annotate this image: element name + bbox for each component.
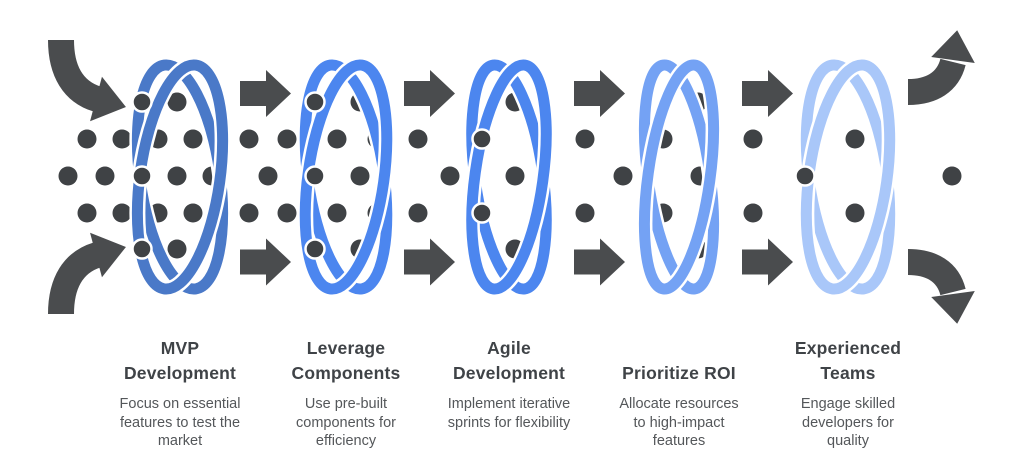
flow-diagram-canvas [48, 30, 975, 324]
data-dot [505, 166, 525, 186]
step-description: Allocate resources to high-impact featur… [594, 395, 764, 451]
data-dot [77, 203, 97, 223]
step-title-line: Components [291, 363, 401, 383]
pipeline-ring-3 [466, 59, 552, 295]
data-dot [277, 203, 297, 223]
arrow-right-icon [404, 70, 455, 117]
data-dot [350, 166, 370, 186]
data-dot-on-ring [131, 238, 153, 260]
data-dot [112, 203, 132, 223]
step-column-leverage-components: Leverage Components Use pre-built compon… [261, 334, 431, 451]
data-dot [183, 203, 203, 223]
data-dot [440, 166, 460, 186]
data-dot [258, 166, 278, 186]
step-title-line: Agile [487, 338, 531, 358]
data-dot-on-ring [471, 202, 493, 224]
data-dot-on-ring [794, 165, 816, 187]
data-dot [575, 129, 595, 149]
data-dot [167, 239, 187, 259]
inflow-arrow-bottom-icon [48, 242, 102, 315]
step-description-line: developers for [802, 414, 894, 431]
data-dot [58, 166, 78, 186]
data-dot-on-ring [471, 128, 493, 150]
data-dot [575, 203, 595, 223]
step-title-line: Prioritize ROI [622, 363, 736, 383]
data-dot [77, 129, 97, 149]
arrow-right-icon [574, 70, 625, 117]
outflow-arrow-bottom-icon-head [931, 290, 975, 324]
step-description-line: features [652, 433, 706, 449]
data-dot [167, 166, 187, 186]
step-column-prioritize-roi: Prioritize ROI Allocate resources to hig… [594, 334, 764, 451]
data-dot [408, 203, 428, 223]
data-dot-on-ring [131, 91, 153, 113]
step-description-line: quality [827, 433, 869, 449]
step-description-line: efficiency [315, 433, 377, 449]
data-dot [239, 129, 259, 149]
step-title: Agile Development [424, 334, 594, 386]
step-column-mvp-development: MVP Development Focus on essential featu… [95, 334, 265, 451]
data-dot [112, 129, 132, 149]
outflow-arrow-bottom-icon [907, 249, 966, 297]
step-description: Use pre-built components for efficiency [261, 395, 431, 451]
step-title-line: Leverage [306, 338, 386, 358]
step-description: Implement iterative sprints for flexibil… [424, 395, 594, 432]
pipeline-ring-4 [639, 59, 719, 295]
step-title-line: Development [452, 363, 566, 383]
step-description-line: features to test the [119, 414, 241, 431]
step-description-line: sprints for flexibility [447, 414, 571, 431]
data-dot-on-ring [131, 165, 153, 187]
step-title: MVP Development [95, 334, 265, 386]
data-dot [408, 129, 428, 149]
arrow-right-icon [742, 70, 793, 117]
arrow-right-icon [240, 70, 291, 117]
arrow-right-icon [404, 238, 455, 286]
data-dot [183, 129, 203, 149]
data-dot-on-ring [304, 165, 326, 187]
data-dot [327, 129, 347, 149]
step-description-line: Engage skilled [800, 396, 896, 412]
step-title-line: MVP [160, 338, 200, 358]
step-description-line: Use pre-built [304, 396, 388, 412]
data-dot [942, 166, 962, 186]
outflow-arrow-top-icon [907, 57, 966, 105]
step-column-agile-development: Agile Development Implement iterative sp… [424, 334, 594, 432]
data-dot [845, 129, 865, 149]
step-description: Engage skilled developers for quality [763, 395, 933, 451]
step-title: Leverage Components [261, 334, 431, 386]
step-description-line: market [157, 433, 203, 449]
arrow-right-icon [742, 238, 793, 286]
step-description-line: Focus on essential [119, 396, 241, 412]
step-title-line: Experienced [794, 338, 902, 358]
step-title: Prioritize ROI [594, 334, 764, 386]
arrow-right-icon [574, 238, 625, 286]
outflow-arrow-top-icon-head [931, 30, 975, 64]
inflow-arrow-top-icon [48, 39, 102, 112]
data-dot [743, 203, 763, 223]
data-dot [613, 166, 633, 186]
data-dot [239, 203, 259, 223]
step-description-line: Allocate resources [619, 396, 739, 412]
step-column-experienced-teams: Experienced Teams Engage skilled develop… [763, 334, 933, 451]
data-dot [167, 92, 187, 112]
arrow-right-icon [240, 238, 291, 286]
data-dot [743, 129, 763, 149]
step-description-line: components for [296, 414, 396, 431]
data-dot-on-ring [304, 238, 326, 260]
data-dot [95, 166, 115, 186]
data-dot [277, 129, 297, 149]
step-title-line: Development [123, 363, 237, 383]
step-title-line: Teams [820, 363, 876, 383]
inflow-arrow-bottom-icon-head [90, 232, 126, 278]
step-title: Experienced Teams [763, 334, 933, 386]
data-dot [845, 203, 865, 223]
data-dot-on-ring [304, 91, 326, 113]
step-description-line: Implement iterative [447, 396, 571, 412]
data-dot [327, 203, 347, 223]
step-description-line: to high-impact [633, 414, 725, 431]
step-description: Focus on essential features to test the … [95, 395, 265, 451]
inflow-arrow-top-icon-head [90, 76, 126, 122]
